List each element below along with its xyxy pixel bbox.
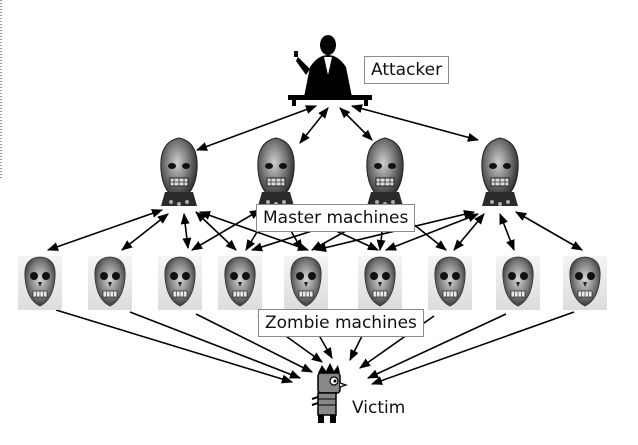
- master-zombie-arrow: [499, 212, 515, 252]
- left-edge-dots: [0, 0, 2, 180]
- master-zombie-arrow: [180, 212, 192, 250]
- attacker-master-arrow: [350, 104, 480, 142]
- attacker-master-arrow: [299, 107, 329, 144]
- zombie-machines-label: Zombie machines: [258, 309, 424, 337]
- zombie-machine-icon: [284, 256, 328, 310]
- zombie-machine-icon: [496, 256, 540, 310]
- zombie-victim-arrow: [55, 309, 294, 384]
- master-machine-icon: [257, 137, 295, 206]
- master-zombie-arrow: [121, 213, 169, 251]
- master-zombie-arrow: [515, 211, 583, 251]
- zombie-machine-icon: [18, 256, 62, 310]
- zombie-victim-arrow: [366, 313, 507, 379]
- zombie-victim-arrow: [195, 313, 314, 373]
- zombie-machine-icon: [218, 256, 262, 310]
- attacker-master-arrow: [195, 105, 318, 151]
- zombie-victim-arrow: [370, 311, 575, 385]
- zombie-victim-arrow: [129, 311, 302, 379]
- zombie-machine-icon: [563, 256, 607, 310]
- attacker-icon: [288, 35, 372, 106]
- attacker-master-arrow: [339, 107, 373, 141]
- master-zombie-arrow: [46, 209, 164, 251]
- victim-label: Victim: [352, 398, 406, 418]
- master-machines-label: Master machines: [256, 204, 416, 232]
- zombie-machine-icon: [88, 256, 132, 310]
- master-machine-icon: [160, 137, 198, 206]
- victim-icon: [311, 363, 348, 423]
- zombie-machine-icon: [428, 256, 472, 310]
- master-machine-icon: [481, 137, 519, 206]
- zombie-machine-icon: [358, 256, 402, 310]
- master-zombie-arrow: [453, 213, 485, 251]
- zombie-machine-icon: [158, 256, 202, 310]
- nodes-group: [18, 35, 607, 423]
- master-machine-icon: [366, 137, 404, 206]
- attacker-label: Attacker: [364, 56, 450, 84]
